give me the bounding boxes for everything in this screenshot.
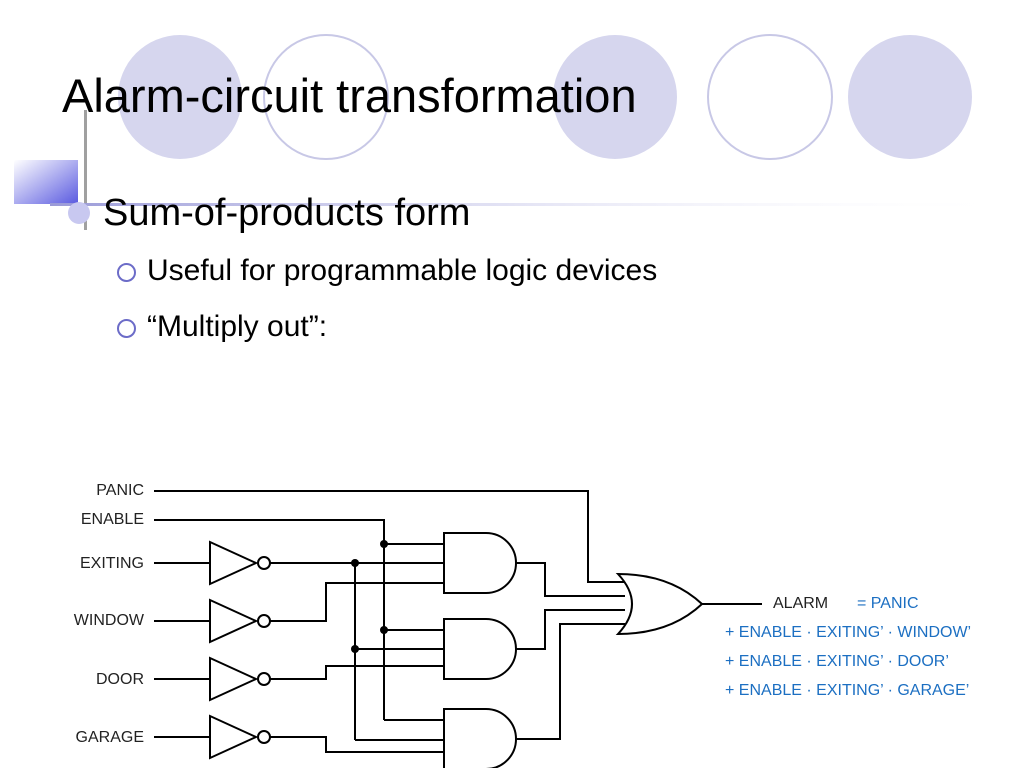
junction-dot (380, 540, 388, 548)
wire-and3-out (516, 623, 625, 740)
deco-vertical-rule (84, 110, 87, 230)
and-gate-3 (443, 708, 517, 768)
subbullet-1-text: Useful for programmable logic devices (147, 254, 658, 287)
input-label-enable: ENABLE (81, 511, 144, 528)
slide-title: Alarm-circuit transformation (62, 69, 637, 122)
deco-horizontal-rule (50, 203, 1024, 206)
input-label-exiting: EXITING (80, 555, 144, 572)
input-label-garage: GARAGE (76, 729, 144, 746)
bullet-dot-icon (68, 202, 90, 224)
hollow-circle-bullet-icon (117, 319, 136, 338)
output-label-alarm: ALARM (773, 595, 828, 612)
junction-dot (351, 645, 359, 653)
input-label-door: DOOR (96, 671, 144, 688)
junction-dot (380, 626, 388, 634)
subbullet-1: Useful for programmable logic devices (117, 254, 658, 288)
deco-circle-2 (263, 34, 389, 160)
or-gate (615, 572, 704, 636)
input-label-panic: PANIC (96, 482, 144, 499)
not-gate-door (209, 656, 271, 702)
input-label-window: WINDOW (74, 612, 145, 629)
deco-circle-4 (707, 34, 833, 160)
not-gate-window (209, 598, 271, 644)
wire-panic (154, 490, 625, 583)
equation-line-2: + ENABLE · EXITING’ · WINDOW’ (725, 624, 971, 641)
and-gate-2 (443, 618, 517, 680)
deco-square (14, 160, 78, 204)
bullet-sum-of-products: Sum-of-products form (103, 192, 471, 234)
deco-circle-3 (553, 35, 677, 159)
and-gate-1 (443, 532, 517, 594)
not-gate-garage (209, 714, 271, 760)
wire-exiting-not (270, 562, 356, 740)
alarm-circuit-diagram: PANIC ENABLE EXITING WINDOW DOOR GARAGE (74, 482, 971, 768)
junction-dot (351, 559, 359, 567)
subbullet-2-text: “Multiply out”: (147, 310, 328, 343)
equation-line-4: + ENABLE · EXITING’ · GARAGE’ (725, 682, 969, 699)
wire-garage-not (270, 736, 444, 753)
deco-circle-5 (848, 35, 972, 159)
wire-door-not (270, 665, 444, 680)
not-gate-exiting (209, 540, 271, 586)
wire-enable (154, 519, 385, 720)
hollow-circle-bullet-icon (117, 263, 136, 282)
subbullet-2: “Multiply out”: (117, 310, 328, 344)
wire-and2-out (516, 609, 625, 650)
equation-line-3: + ENABLE · EXITING’ · DOOR’ (725, 653, 949, 670)
wire-window-not (270, 582, 444, 622)
equation-line-1: = PANIC (857, 595, 919, 612)
deco-circle-1 (118, 35, 242, 159)
wire-and1-out (516, 562, 625, 597)
